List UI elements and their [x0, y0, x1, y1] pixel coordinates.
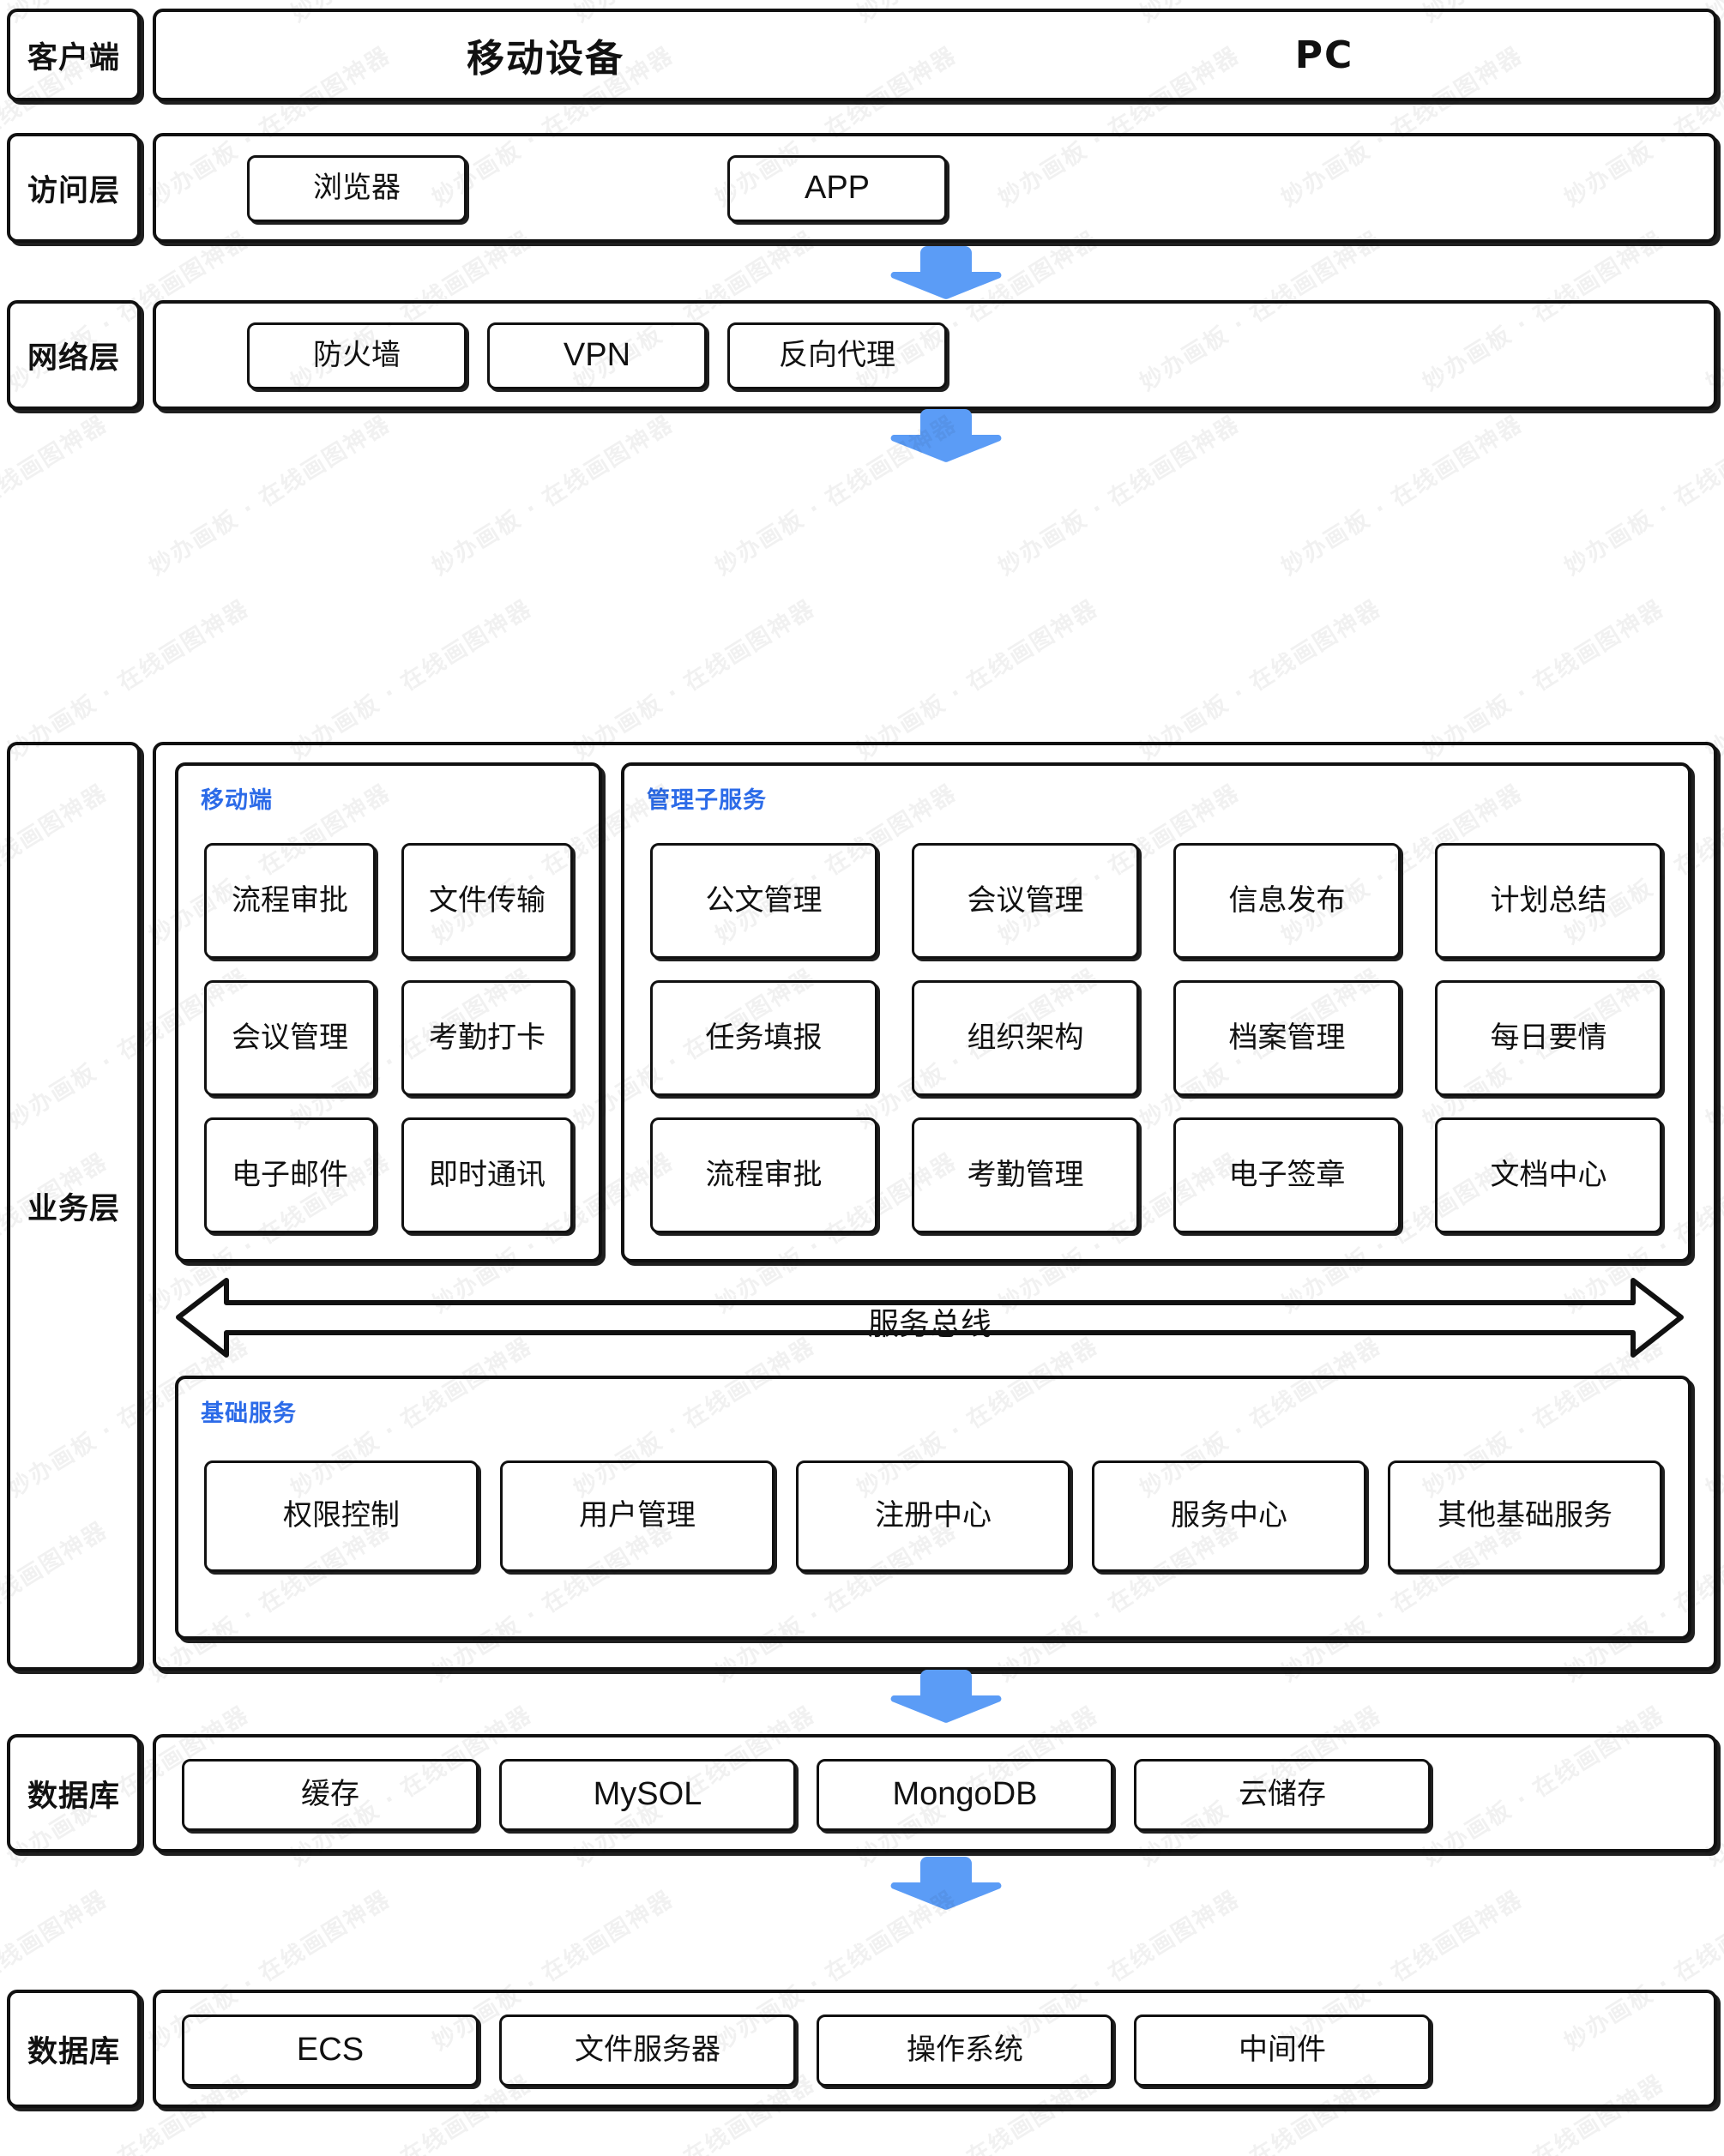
layer-label-infrastructure: 数据库: [7, 1990, 141, 2108]
layer-label-database: 数据库: [7, 1734, 141, 1852]
management-node[interactable]: 组织架构: [912, 980, 1139, 1096]
management-node[interactable]: 公文管理: [650, 843, 877, 959]
management-node[interactable]: 档案管理: [1173, 980, 1401, 1096]
arrow-business-to-database: [890, 1670, 1002, 1723]
management-node[interactable]: 考勤管理: [912, 1117, 1139, 1233]
access-node-browser[interactable]: 浏览器: [247, 155, 467, 222]
database-node-mongodb[interactable]: MongoDB: [817, 1759, 1113, 1831]
mobile-subcard: 移动端 流程审批 文件传输 会议管理 考勤打卡 电子邮件 即时通讯: [175, 762, 602, 1262]
basic-services-node-grid: 权限控制 用户管理 注册中心 服务中心 其他基础服务: [204, 1460, 1662, 1593]
mobile-node[interactable]: 会议管理: [204, 980, 376, 1096]
management-node-grid: 公文管理 会议管理 信息发布 计划总结 任务填报 组织架构 档案管理 每日要情 …: [650, 843, 1662, 1233]
basic-services-subcard-title: 基础服务: [201, 1400, 297, 1427]
network-node-firewall[interactable]: 防火墙: [247, 322, 467, 389]
layer-label-client: 客户端: [7, 9, 141, 101]
basic-service-node[interactable]: 其他基础服务: [1388, 1460, 1662, 1572]
basic-service-node[interactable]: 权限控制: [204, 1460, 479, 1572]
database-node-mysql[interactable]: MySOL: [499, 1759, 796, 1831]
layer-label-infrastructure-text: 数据库: [27, 2034, 120, 2069]
service-bus-label: 服务总线: [867, 1307, 992, 1342]
arrow-network-to-business: [890, 409, 1002, 462]
layer-label-client-text: 客户端: [27, 40, 120, 75]
mobile-node-grid: 流程审批 文件传输 会议管理 考勤打卡 电子邮件 即时通讯: [204, 843, 573, 1233]
arrow-database-to-infrastructure: [890, 1857, 1002, 1910]
basic-service-node[interactable]: 用户管理: [500, 1460, 775, 1572]
basic-service-node[interactable]: 注册中心: [796, 1460, 1070, 1572]
mobile-subcard-title: 移动端: [201, 787, 273, 814]
management-subcard: 管理子服务 公文管理 会议管理 信息发布 计划总结 任务填报 组织架构 档案管理…: [621, 762, 1691, 1262]
management-node[interactable]: 每日要情: [1435, 980, 1662, 1096]
management-subcard-title: 管理子服务: [647, 787, 767, 814]
client-item-pc: PC: [1294, 33, 1354, 77]
management-node[interactable]: 流程审批: [650, 1117, 877, 1233]
access-node-app[interactable]: APP: [727, 155, 947, 222]
business-panel: 移动端 流程审批 文件传输 会议管理 考勤打卡 电子邮件 即时通讯 管理子服务 …: [153, 742, 1717, 1671]
database-node-cache[interactable]: 缓存: [182, 1759, 479, 1831]
double-headed-arrow-icon: [176, 1278, 1684, 1358]
mobile-node[interactable]: 文件传输: [401, 843, 573, 959]
infrastructure-node-file-server[interactable]: 文件服务器: [499, 2014, 796, 2087]
arrow-access-to-network: [890, 246, 1002, 299]
basic-service-node[interactable]: 服务中心: [1092, 1460, 1366, 1572]
access-panel: 浏览器 APP: [153, 133, 1717, 243]
management-node[interactable]: 文档中心: [1435, 1117, 1662, 1233]
mobile-node[interactable]: 即时通讯: [401, 1117, 573, 1233]
management-node[interactable]: 任务填报: [650, 980, 877, 1096]
layer-label-network: 网络层: [7, 300, 141, 410]
mobile-node[interactable]: 流程审批: [204, 843, 376, 959]
infrastructure-node-ecs[interactable]: ECS: [182, 2014, 479, 2087]
management-node[interactable]: 电子签章: [1173, 1117, 1401, 1233]
infrastructure-node-os[interactable]: 操作系统: [817, 2014, 1113, 2087]
client-panel: 移动设备 PC: [153, 9, 1717, 101]
mobile-node[interactable]: 电子邮件: [204, 1117, 376, 1233]
client-item-mobile: 移动设备: [467, 37, 624, 81]
management-node[interactable]: 会议管理: [912, 843, 1139, 959]
infrastructure-panel: ECS 文件服务器 操作系统 中间件: [153, 1990, 1717, 2108]
layer-label-network-text: 网络层: [27, 340, 120, 376]
database-node-cloud-storage[interactable]: 云储存: [1134, 1759, 1431, 1831]
infrastructure-node-middleware[interactable]: 中间件: [1134, 2014, 1431, 2087]
network-node-reverse-proxy[interactable]: 反向代理: [727, 322, 947, 389]
management-node[interactable]: 信息发布: [1173, 843, 1401, 959]
layer-label-business: 业务层: [7, 742, 141, 1671]
service-bus: 服务总线: [175, 1277, 1685, 1358]
network-panel: 防火墙 VPN 反向代理: [153, 300, 1717, 410]
layer-label-access: 访问层: [7, 133, 141, 243]
mobile-node[interactable]: 考勤打卡: [401, 980, 573, 1096]
layer-label-business-text: 业务层: [27, 1192, 120, 1226]
network-node-vpn[interactable]: VPN: [487, 322, 707, 389]
basic-services-subcard: 基础服务 权限控制 用户管理 注册中心 服务中心 其他基础服务: [175, 1376, 1691, 1640]
database-panel: 缓存 MySOL MongoDB 云储存: [153, 1734, 1717, 1852]
layer-label-database-text: 数据库: [27, 1779, 120, 1814]
layer-label-access-text: 访问层: [27, 173, 120, 208]
management-node[interactable]: 计划总结: [1435, 843, 1662, 959]
